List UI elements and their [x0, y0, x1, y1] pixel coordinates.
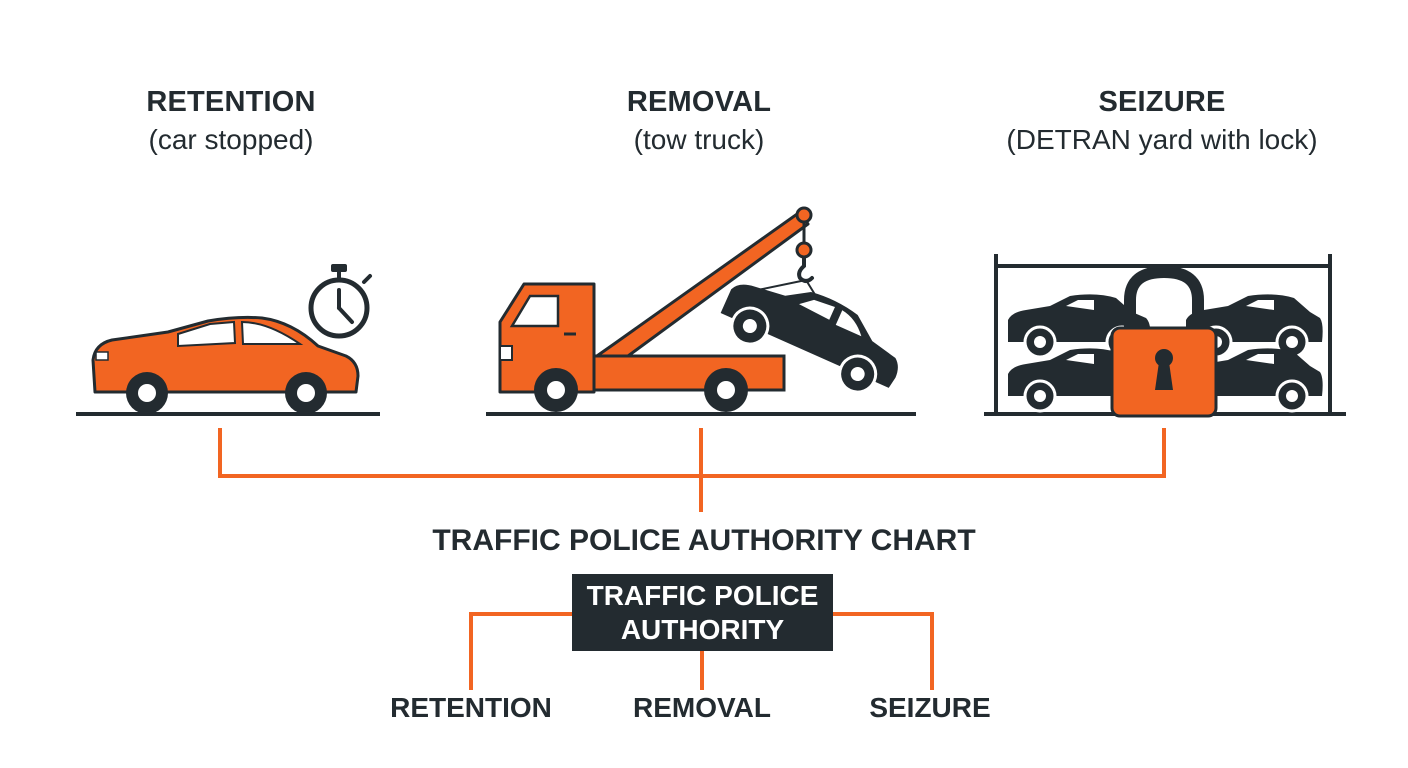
stage-title-removal: REMOVAL: [626, 86, 772, 118]
org-chart-connector-lines: [469, 612, 934, 690]
stopwatch-icon: [308, 264, 372, 339]
authority-root-label: TRAFFIC POLICE AUTHORITY: [586, 580, 819, 645]
stage-connector-lines: [218, 428, 1166, 512]
stage-subtitle-removal: (tow truck): [633, 124, 765, 155]
chart-title: TRAFFIC POLICE AUTHORITY CHART: [432, 524, 976, 557]
org-node-seizure: SEIZURE: [869, 692, 991, 723]
org-node-removal: REMOVAL: [633, 692, 771, 723]
impound-yard-padlock-icon: [984, 254, 1346, 418]
padlock-icon: [1110, 265, 1218, 418]
stopped-car-stopwatch-icon: [76, 264, 380, 416]
stage-subtitle-retention: (car stopped): [148, 124, 314, 155]
tow-truck-icon: [486, 206, 916, 416]
org-node-retention: RETENTION: [390, 692, 552, 723]
stage-title-seizure: SEIZURE: [1098, 86, 1226, 118]
stage-subtitle-seizure: (DETRAN yard with lock): [1006, 124, 1318, 155]
authority-root-box: TRAFFIC POLICE AUTHORITY: [572, 574, 833, 651]
stage-title-retention: RETENTION: [146, 86, 316, 118]
